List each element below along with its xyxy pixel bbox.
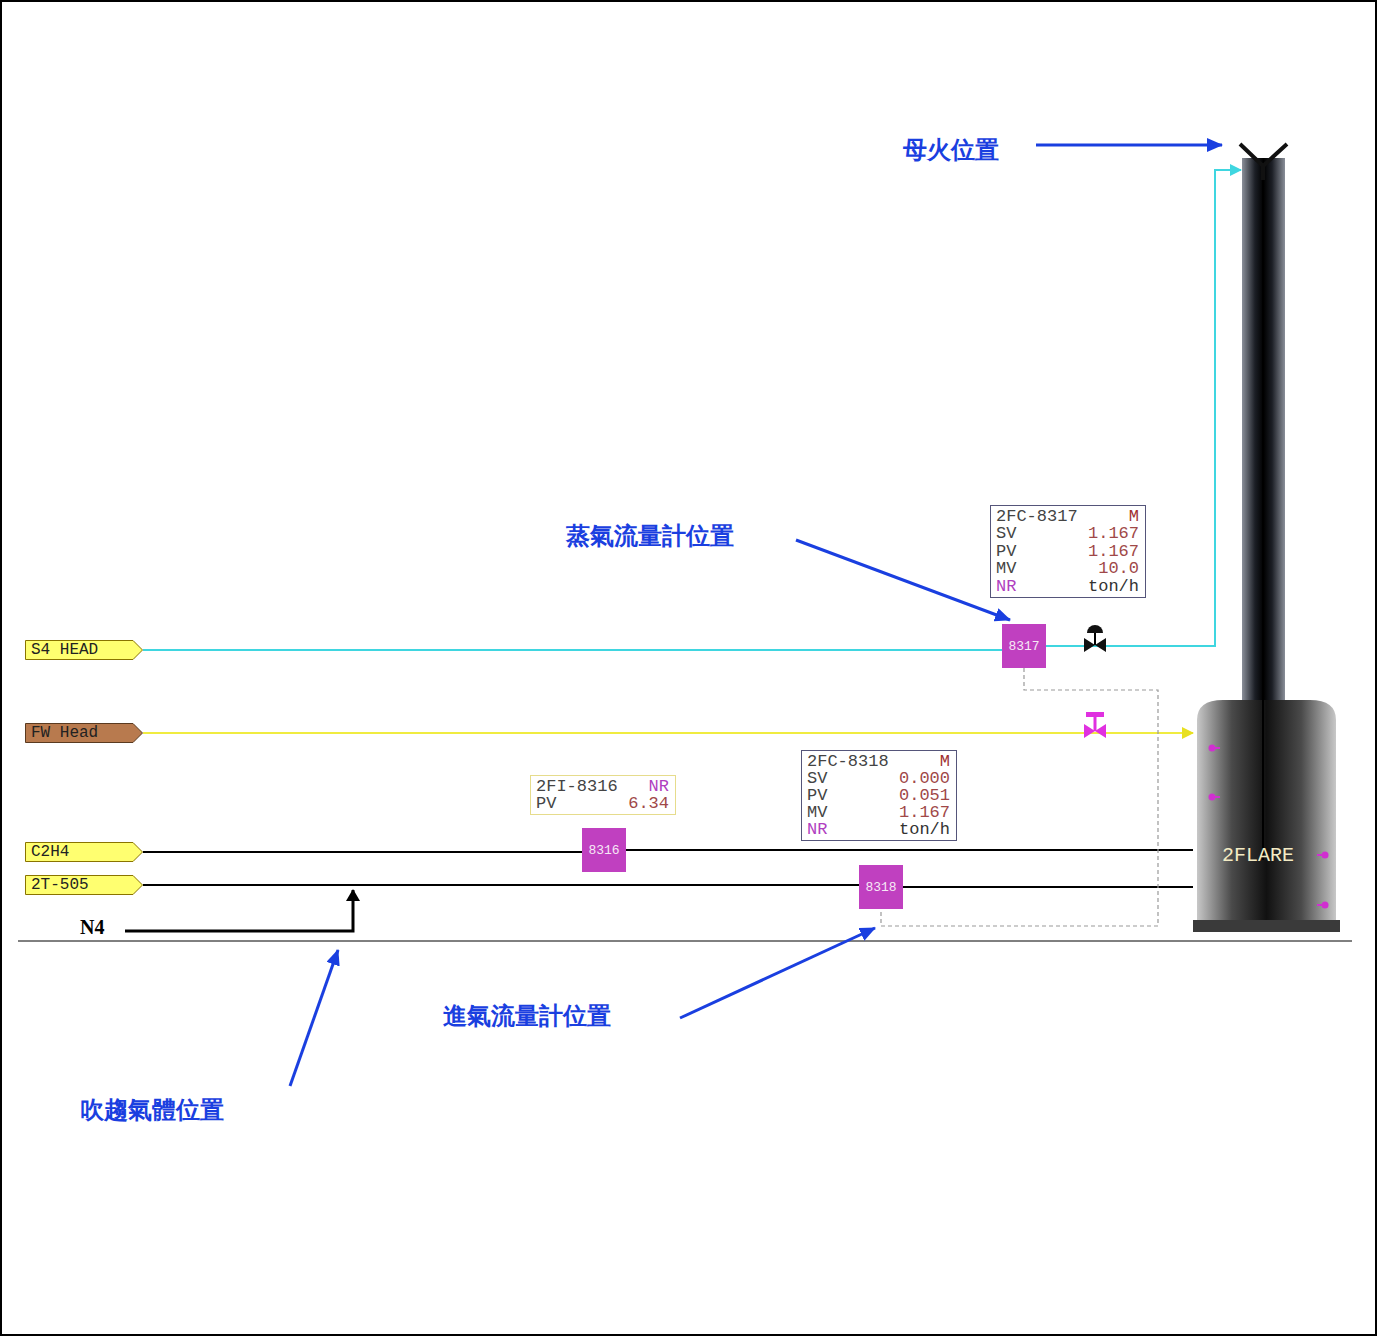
purge-gas-line [125, 890, 353, 931]
block-label: 8316 [588, 843, 619, 858]
line-name: N4 [80, 916, 104, 939]
line-tag: 2T-505 [25, 875, 143, 895]
callout-arrow [796, 540, 1010, 620]
callout-arrow [680, 928, 875, 1018]
faceplate-field: ton/h [899, 821, 950, 838]
flow-meter-block: 8316 [582, 828, 626, 872]
faceplate-field: SV [996, 525, 1078, 542]
process-line [143, 884, 859, 886]
callout-text: 吹趨氣體位置 [80, 1094, 224, 1126]
faceplate-field: 2FC-8317 [996, 508, 1078, 525]
faceplate-field: MV [996, 560, 1078, 577]
faceplate-field: ton/h [1088, 578, 1139, 595]
controller-faceplate: 2FC-8317MSV1.167PV1.167MV10.0NRton/h [990, 505, 1146, 598]
indicator-faceplate: 2FI-8316 NR PV 6.34 [530, 775, 676, 815]
stack-body [1193, 140, 1340, 932]
callout-text: 蒸氣流量計位置 [566, 520, 734, 552]
faceplate-field: 2FC-8318 [807, 753, 889, 770]
flow-meter-block: 8317 [1002, 624, 1046, 668]
faceplate-field: PV [996, 543, 1078, 560]
faceplate-field: NR [628, 778, 669, 795]
faceplate-field: MV [807, 804, 889, 821]
process-line [143, 851, 582, 853]
faceplate-field: 1.167 [1088, 543, 1139, 560]
faceplate-field: NR [996, 578, 1078, 595]
flare-stack: 2FLARE [1193, 140, 1340, 932]
process-line [626, 849, 1193, 851]
faceplate-field: NR [807, 821, 889, 838]
line-tag: C2H4 [25, 842, 143, 862]
faceplate-field: M [899, 753, 950, 770]
faceplate-field: 0.051 [899, 787, 950, 804]
tag-text: FW Head [31, 724, 98, 742]
faceplate-field: SV [807, 770, 889, 787]
control-link [881, 668, 1158, 926]
line-tag: FW Head [25, 723, 143, 743]
tag-text: C2H4 [31, 843, 69, 861]
faceplate-field: PV [807, 787, 889, 804]
tag-text: S4 HEAD [31, 641, 98, 659]
callout-text: 進氣流量計位置 [443, 1000, 611, 1032]
block-label: 2FLARE [1222, 844, 1294, 867]
hand-valve [1084, 712, 1106, 738]
control-valve [1084, 625, 1106, 652]
faceplate-field: PV [536, 795, 618, 812]
callout-arrow [290, 950, 338, 1086]
faceplate-field: 1.167 [1088, 525, 1139, 542]
controller-faceplate: 2FC-8318 M SV 0.000PV 0.051MV 1.167NR ton/h [801, 750, 957, 841]
block-label: 8318 [865, 880, 896, 895]
process-line [903, 886, 1193, 888]
screen-cut-line [18, 941, 1352, 942]
faceplate-field: 10.0 [1088, 560, 1139, 577]
flow-meter-block: 8318 [859, 865, 903, 909]
faceplate-field: 6.34 [628, 795, 669, 812]
block-label: 8317 [1008, 639, 1039, 654]
line-tag: S4 HEAD [25, 640, 143, 660]
callout-arrow [1036, 144, 1222, 147]
faceplate-field: 2FI-8316 [536, 778, 618, 795]
process-line [143, 649, 1002, 651]
callout-text: 母火位置 [903, 134, 999, 166]
process-line [143, 732, 1193, 734]
faceplate-field: 0.000 [899, 770, 950, 787]
faceplate-field: M [1088, 508, 1139, 525]
faceplate-field: 1.167 [899, 804, 950, 821]
tag-text: 2T-505 [31, 876, 89, 894]
